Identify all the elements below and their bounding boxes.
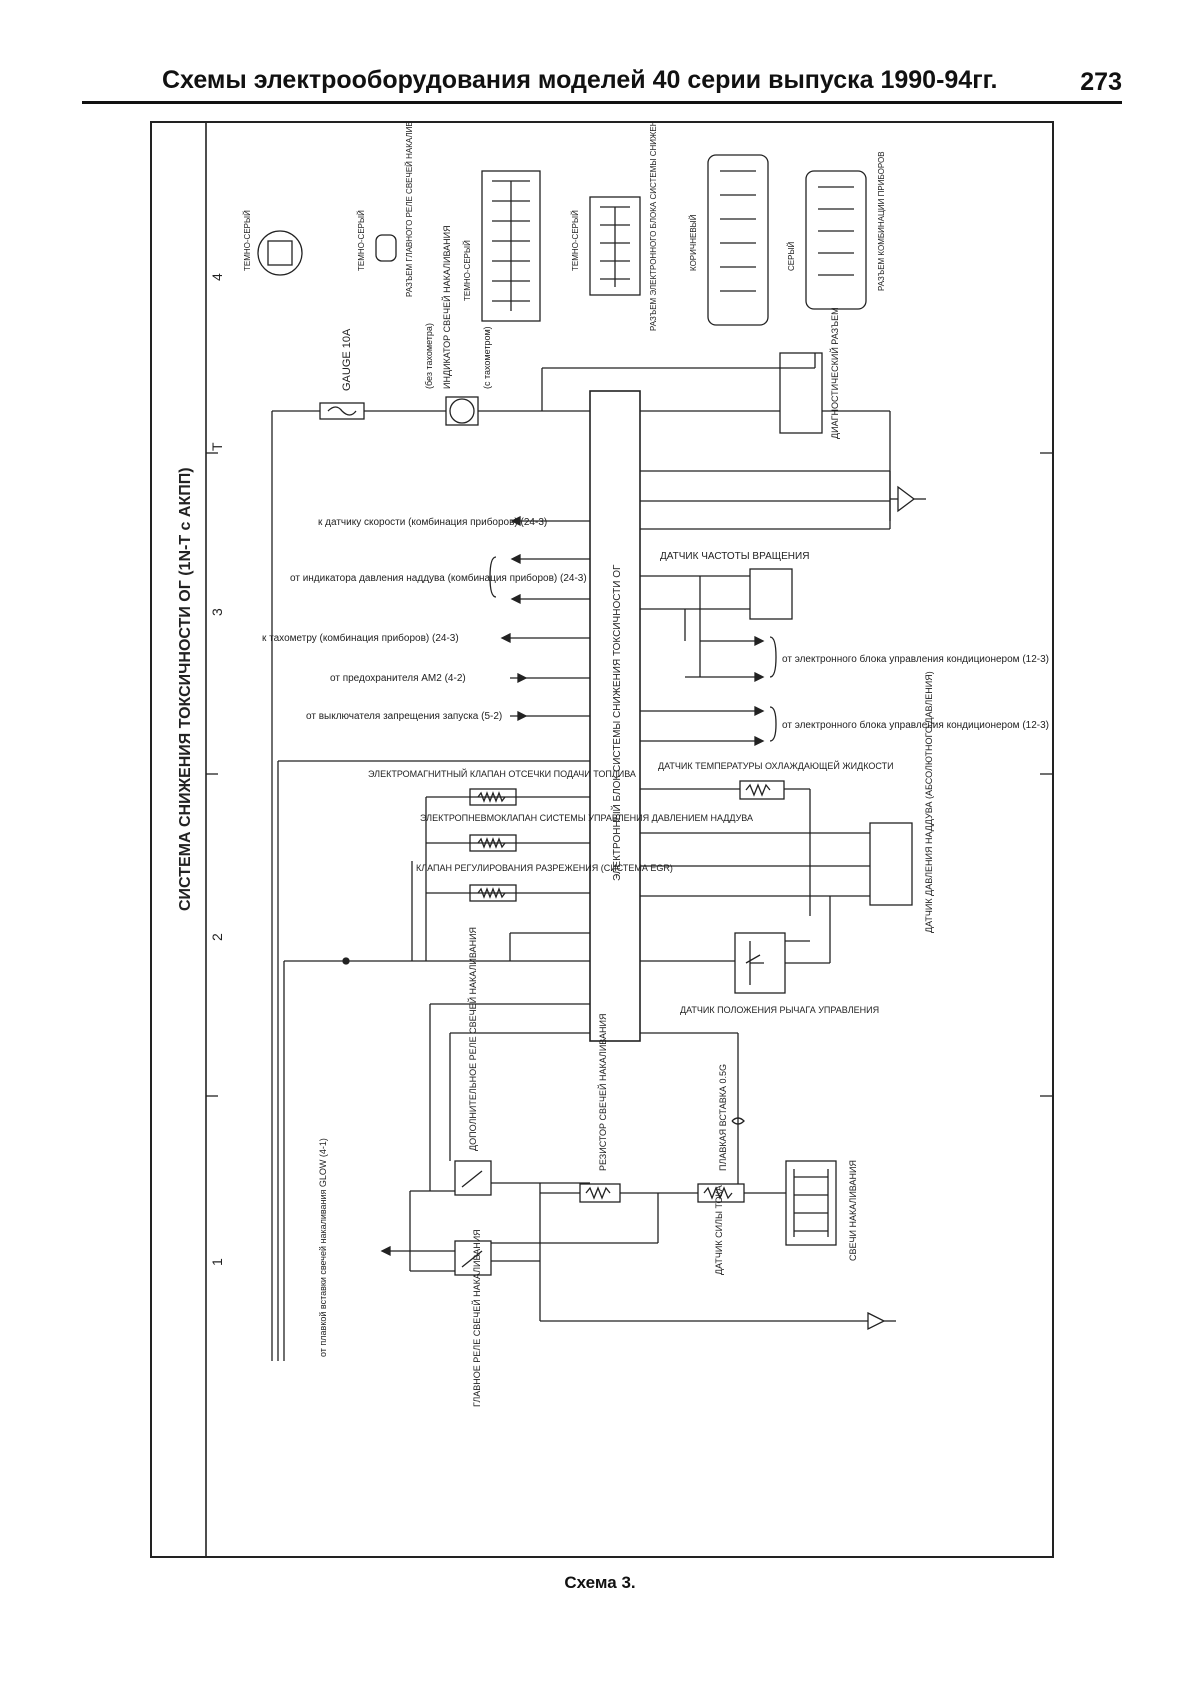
label-c6-desc: РАЗЪЕМ КОМБИНАЦИИ ПРИБОРОВ [877, 151, 886, 291]
label-lever: ДАТЧИК ПОЛОЖЕНИЯ РЫЧАГА УПРАВЛЕНИЯ [680, 1005, 879, 1015]
label-glow: от плавкой вставки свечей накаливания GL… [318, 1138, 328, 1357]
wiring-diagram: СИСТЕМА СНИЖЕНИЯ ТОКСИЧНОСТИ ОГ (1N-T с … [150, 121, 1054, 1558]
label-c1: ТЕМНО-СЕРЫЙ [243, 210, 252, 271]
label-speed: к датчику скорости (комбинация приборов)… [318, 516, 547, 528]
rpm-sensor [749, 568, 793, 620]
label-c2: ТЕМНО-СЕРЫЙ [357, 210, 366, 271]
aux-glow-relay [454, 1160, 492, 1196]
diagram-frame [150, 121, 1054, 1558]
main-glow-relay [454, 1240, 492, 1276]
label-c5: КОРИЧНЕВЫЙ [689, 214, 698, 271]
label-c4-desc: РАЗЪЕМ ЭЛЕКТРОННОГО БЛОКА СИСТЕМЫ СНИЖЕН… [649, 121, 658, 331]
label-tach-b: (с тахометром) [482, 326, 492, 389]
label-rpm: ДАТЧИК ЧАСТОТЫ ВРАЩЕНИЯ [660, 551, 809, 562]
label-boost-valve: ЭЛЕКТРОПНЕВМОКЛАПАН СИСТЕМЫ УПРАВЛЕНИЯ Д… [420, 813, 753, 823]
label-aux-relay: ДОПОЛНИТЕЛЬНОЕ РЕЛЕ СВЕЧЕЙ НАКАЛИВАНИЯ [467, 927, 478, 1151]
label-ac2: от электронного блока управления кондици… [782, 719, 1049, 731]
label-egr: КЛАПАН РЕГУЛИРОВАНИЯ РАЗРЕЖЕНИЯ (СИСТЕМА… [416, 863, 673, 873]
connector-c5 [707, 154, 769, 326]
header-rule [82, 101, 1122, 104]
page-number: 273 [1080, 68, 1122, 96]
grid-label-3: 3 [209, 608, 225, 616]
label-map: ДАТЧИК ДАВЛЕНИЯ НАДДУВА (АБСОЛЮТНОГО ДАВ… [924, 671, 934, 933]
label-fusible: ПЛАВКАЯ ВСТАВКА 0.5G [718, 1064, 728, 1171]
egr-valve [469, 884, 517, 902]
label-c2-desc: РАЗЪЕМ ГЛАВНОГО РЕЛЕ СВЕЧЕЙ НАКАЛИВАНИЯ [405, 121, 414, 297]
label-glow-resistor: РЕЗИСТОР СВЕЧЕЙ НАКАЛИВАНИЯ [597, 1014, 608, 1171]
ground-symbol-bottom [867, 1311, 886, 1331]
label-tach-a: (без тахометра) [424, 323, 434, 389]
label-c4: ТЕМНО-СЕРЫЙ [571, 210, 580, 271]
label-c6: СЕРЫЙ [787, 241, 796, 271]
label-glow-indicator: ИНДИКАТОР СВЕЧЕЙ НАКАЛИВАНИЯ [441, 225, 452, 389]
label-start: от выключателя запрещения запуска (5-2) [306, 711, 502, 722]
label-c3: ТЕМНО-СЕРЫЙ [463, 240, 472, 301]
ecu-label: ЭЛЕКТРОННЫЙ БЛОК СИСТЕМЫ СНИЖЕНИЯ ТОКСИЧ… [610, 564, 623, 881]
label-current: ДАТЧИК СИЛЫ ТОКА [714, 1185, 724, 1275]
ground-symbol-top [897, 485, 916, 513]
label-plugs: СВЕЧИ НАКАЛИВАНИЯ [848, 1160, 858, 1261]
grid-label-1: 1 [209, 1258, 225, 1266]
diagnostic-connector [779, 352, 823, 434]
label-ac1: от электронного блока управления кондици… [782, 653, 1049, 665]
figure-caption: Схема 3. [564, 1573, 636, 1592]
connector-c3 [481, 170, 541, 322]
boost-pressure-sensor [869, 822, 913, 906]
coolant-temp-sensor [739, 780, 785, 800]
connector-c1 [257, 230, 303, 276]
label-tacho: к тахометру (комбинация приборов) (24-3) [262, 632, 459, 644]
page-title: Схемы электрооборудования моделей 40 сер… [162, 66, 998, 94]
label-main-relay: ГЛАВНОЕ РЕЛЕ СВЕЧЕЙ НАКАЛИВАНИЯ [471, 1229, 482, 1407]
glow-indicator-lamp [449, 398, 475, 424]
label-fuel-cut: ЭЛЕКТРОМАГНИТНЫЙ КЛАПАН ОТСЕЧКИ ПОДАЧИ Т… [368, 768, 636, 779]
fusible-link [731, 1117, 745, 1125]
label-am2: от предохранителя AM2 (4-2) [330, 673, 466, 684]
grid-label-4: 4 [209, 273, 225, 281]
fuel-cut-valve [469, 788, 517, 806]
connector-c2 [375, 234, 397, 262]
label-fuse: GAUGE 10A [341, 328, 353, 391]
glow-plugs-block [785, 1160, 837, 1246]
diagram-title: СИСТЕМА СНИЖЕНИЯ ТОКСИЧНОСТИ ОГ (1N-T с … [177, 467, 194, 911]
label-boost: от индикатора давления наддува (комбинац… [290, 572, 587, 584]
label-coolant: ДАТЧИК ТЕМПЕРАТУРЫ ОХЛАЖДАЮЩЕЙ ЖИДКОСТИ [658, 760, 894, 771]
boost-control-valve [469, 834, 517, 852]
grid-label-2: 2 [209, 933, 225, 941]
connector-c4 [589, 196, 641, 296]
page-header: Схемы электрооборудования моделей 40 сер… [82, 60, 1122, 104]
grid-label-t: T [209, 442, 225, 451]
label-diag: ДИАГНОСТИЧЕСКИЙ РАЗЪЕМ [829, 307, 840, 439]
connector-c6 [805, 170, 867, 310]
